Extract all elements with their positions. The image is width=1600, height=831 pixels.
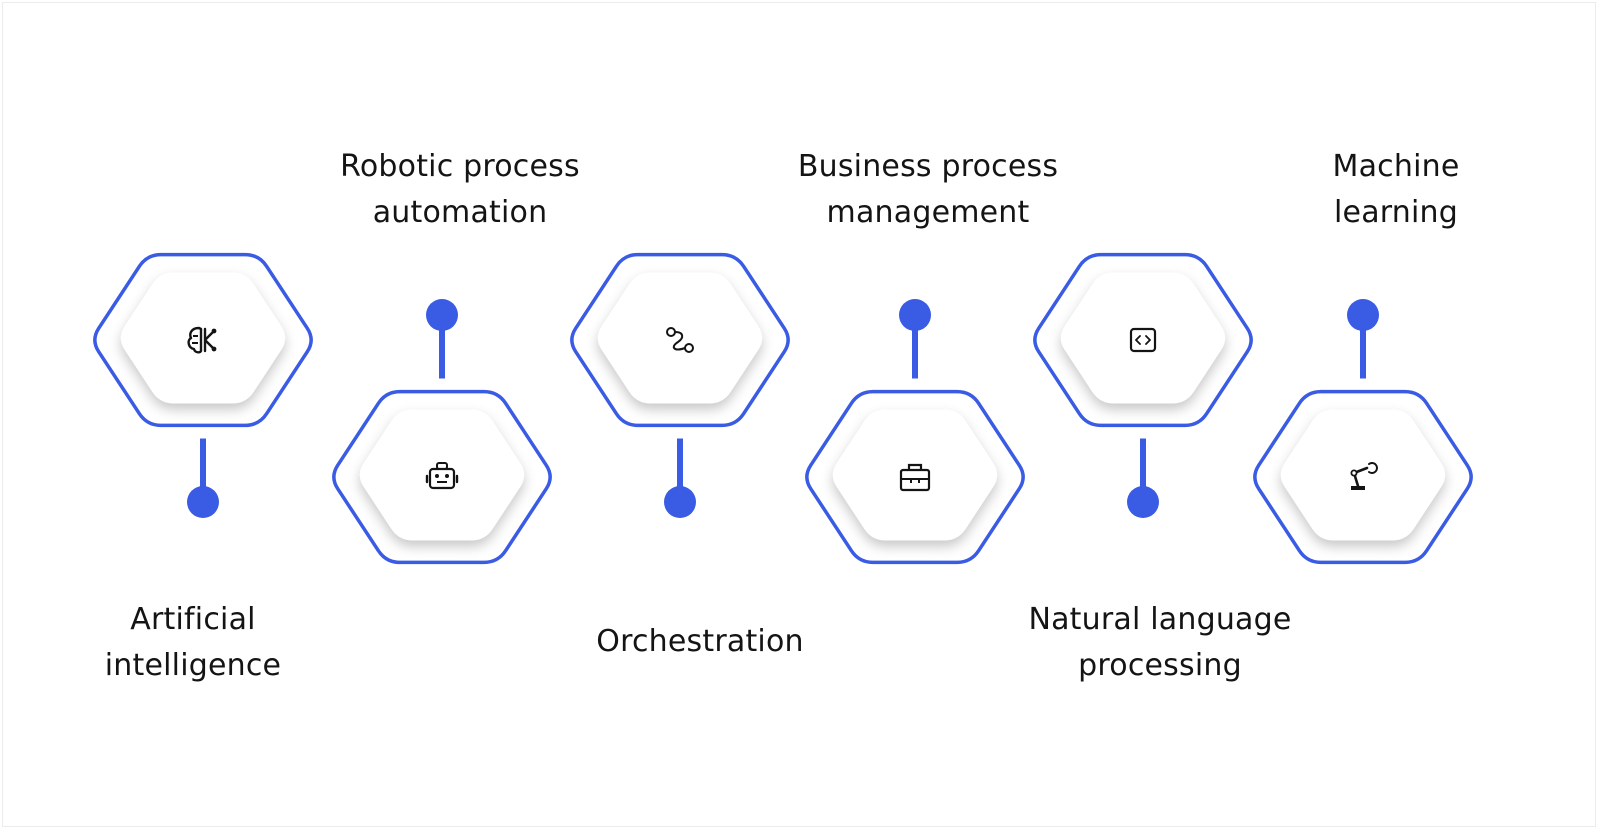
label-line: intelligence [104,648,282,683]
connector-6 [1347,299,1379,379]
hexagon-inner [597,272,763,404]
label-line: Natural language [1028,602,1292,637]
briefcase-icon [899,463,931,492]
hexagon-inner [359,409,525,541]
label-line: learning [1334,195,1458,230]
workflow-path-icon [666,327,694,353]
robotic-arm-icon [1350,462,1378,490]
brain-circuit-icon [187,326,217,354]
connector-dot [664,486,696,518]
connector-dot [1127,486,1159,518]
hexagon-inner [832,409,998,541]
robot-icon [425,462,459,490]
connector-4 [899,299,931,379]
connector-2 [426,299,458,379]
hexagon-node-4 [805,389,1025,565]
label-line: Orchestration [596,624,804,659]
connector-dot [1347,299,1379,331]
label-line: Business process [797,149,1059,184]
hexagons-layer [93,252,1473,565]
connectors-layer [187,299,1379,518]
label-robotic-process-automation: Robotic process automation [300,144,620,236]
label-business-process-management: Business process management [758,144,1098,236]
hexagon-node-5 [1033,252,1253,428]
label-line: automation [372,195,548,230]
hexagon-inner [120,272,286,404]
label-natural-language-processing: Natural language processing [990,597,1330,689]
connector-dot [187,486,219,518]
code-window-icon [1129,327,1157,353]
label-line: Machine [1332,149,1460,184]
icons-layer [187,326,1378,492]
label-machine-learning: Machine learning [1246,144,1546,236]
label-line: processing [1078,648,1242,683]
connector-dot [899,299,931,331]
label-orchestration: Orchestration [550,619,850,665]
hexagon-node-1 [93,252,313,428]
label-line: management [826,195,1030,230]
label-line: Robotic process [340,149,580,184]
hexagon-inner [1060,272,1226,404]
connector-3 [664,438,696,518]
connector-1 [187,438,219,518]
label-line: Artificial [130,602,256,637]
hexagon-inner [1280,409,1446,541]
hexagon-node-6 [1253,389,1473,565]
hexagon-node-2 [332,389,552,565]
connector-dot [426,299,458,331]
label-artificial-intelligence: Artificial intelligence [43,597,343,689]
connector-5 [1127,438,1159,518]
